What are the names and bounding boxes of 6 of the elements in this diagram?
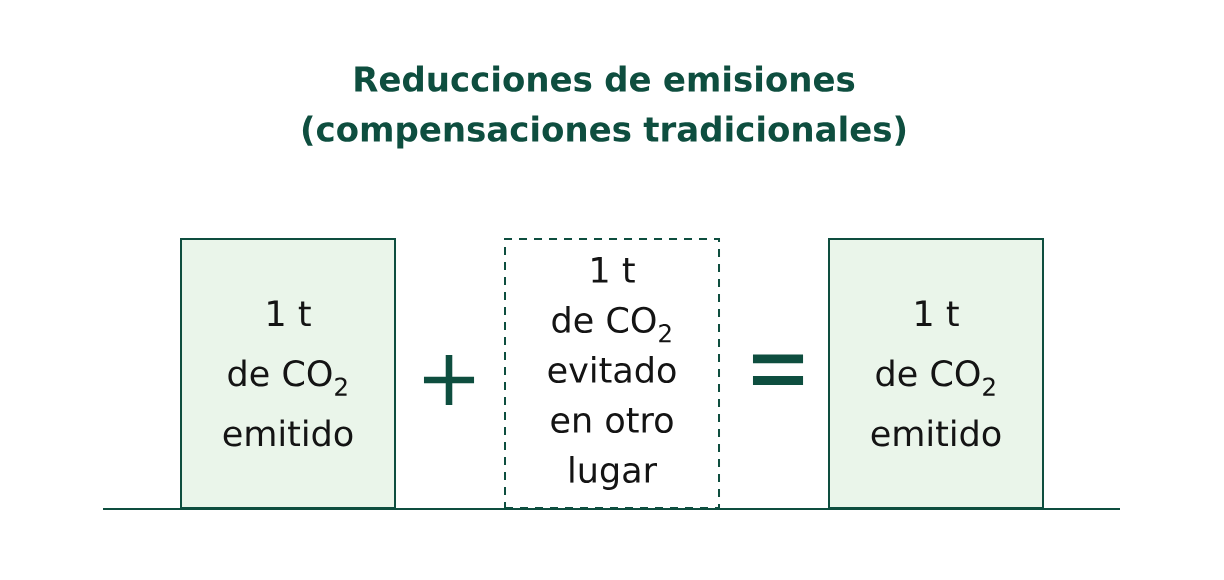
plus-sign: + (424, 354, 475, 406)
equals-sign: = (752, 354, 804, 385)
quantity-box: 1 t de CO$_{2}$ emitido (180, 238, 396, 509)
quantity-box: 1 t de CO$_{2}$ emitido (828, 238, 1044, 509)
title: Reducciones de emisiones (compensaciones tradicionales) (302, 65, 906, 149)
dashed-box: 1 t de CO$_{2}$ evitado en otro lugar (504, 238, 720, 509)
